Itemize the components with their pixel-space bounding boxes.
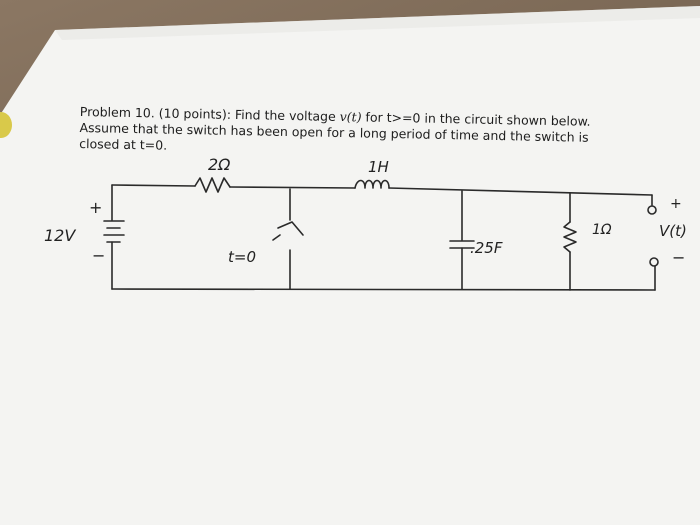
terminal-top	[647, 205, 657, 215]
binder-hole	[0, 112, 12, 138]
output-plus-label: +	[670, 196, 682, 212]
terminal-bottom	[649, 257, 659, 267]
output-minus-label: −	[672, 248, 686, 267]
switch-label: t=0	[228, 248, 256, 266]
resistor-2ohm-label: 2Ω	[208, 155, 231, 174]
inductor-1h	[354, 179, 390, 189]
source-voltage-label: 12V	[44, 226, 76, 245]
capacitor-label: .25F	[470, 239, 503, 257]
switch-blade	[277, 221, 304, 236]
resistor-1ohm-label: 1Ω	[592, 222, 612, 238]
inductor-label: 1H	[368, 158, 389, 176]
resistor-1ohm	[563, 221, 577, 253]
output-voltage-label: V(t)	[659, 222, 687, 240]
wire-top-right	[388, 187, 653, 196]
wire-top-mid	[229, 186, 356, 189]
resistor-2ohm	[194, 177, 231, 193]
wire-bottom	[111, 288, 656, 291]
source-minus-label: −	[92, 246, 106, 265]
switch-arrow	[272, 234, 281, 241]
source-plus-label: +	[89, 198, 103, 217]
wire-top-left	[111, 184, 196, 187]
